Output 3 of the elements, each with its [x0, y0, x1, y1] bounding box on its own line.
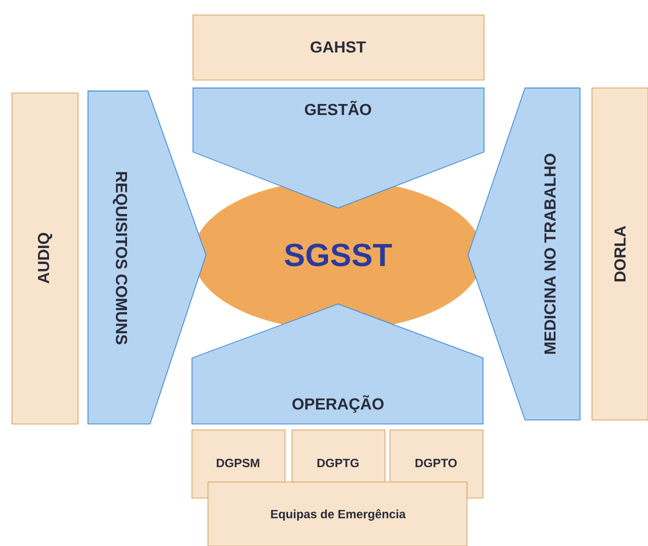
tan-box: GAHST — [192, 14, 484, 80]
tan-box: AUDIQ — [12, 92, 78, 424]
tan-box: DORLA — [592, 88, 648, 420]
